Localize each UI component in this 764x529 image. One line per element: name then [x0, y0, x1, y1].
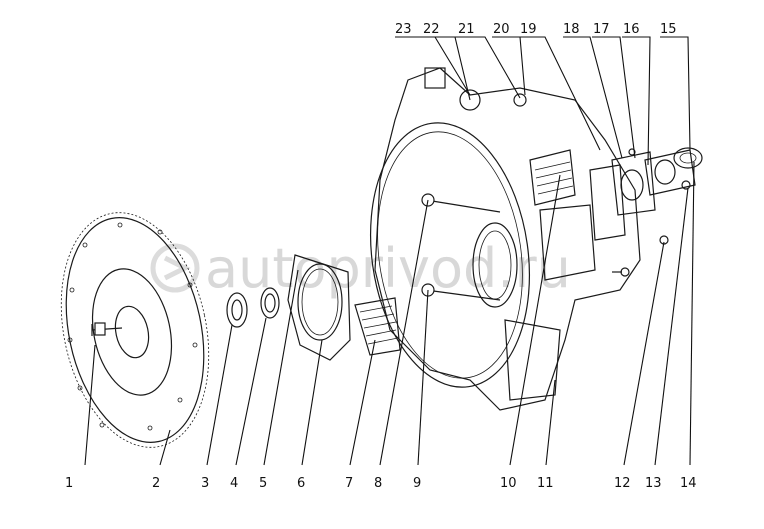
leader-lines-top	[395, 36, 691, 166]
callout-5: 5	[259, 476, 267, 491]
callout-21: 21	[458, 22, 475, 37]
callout-18: 18	[563, 22, 580, 37]
callout-11: 11	[537, 476, 554, 491]
bearing-ring	[260, 287, 280, 319]
callout-10: 10	[500, 476, 517, 491]
leader-lines-bottom	[84, 161, 695, 466]
callout-7: 7	[345, 476, 353, 491]
callout-9: 9	[413, 476, 421, 491]
callout-23: 23	[395, 22, 412, 37]
callout-4: 4	[230, 476, 238, 491]
flywheel-housing	[369, 67, 641, 411]
callout-8: 8	[374, 476, 382, 491]
callout-15: 15	[660, 22, 677, 37]
bottom-callouts: 1 2 3 4 5 6 7 8 9 10 11 12 13 14	[65, 476, 697, 491]
callout-2: 2	[152, 476, 160, 491]
callout-17: 17	[593, 22, 610, 37]
callout-6: 6	[297, 476, 305, 491]
seal-ring	[226, 292, 248, 328]
callout-20: 20	[493, 22, 510, 37]
callout-1: 1	[65, 476, 73, 491]
callout-22: 22	[423, 22, 440, 37]
top-callouts: 23 22 21 20 19 18 17 16 15	[395, 22, 677, 37]
callout-3: 3	[201, 476, 209, 491]
cover-plate	[354, 297, 401, 356]
callout-14: 14	[680, 476, 697, 491]
flywheel	[60, 212, 210, 448]
gasket-plate	[287, 254, 351, 361]
callout-16: 16	[623, 22, 640, 37]
callout-13: 13	[645, 476, 662, 491]
callout-19: 19	[520, 22, 537, 37]
callout-12: 12	[614, 476, 631, 491]
small-fittings	[611, 147, 703, 277]
watermark-text: autoprivod.ru	[205, 237, 571, 300]
